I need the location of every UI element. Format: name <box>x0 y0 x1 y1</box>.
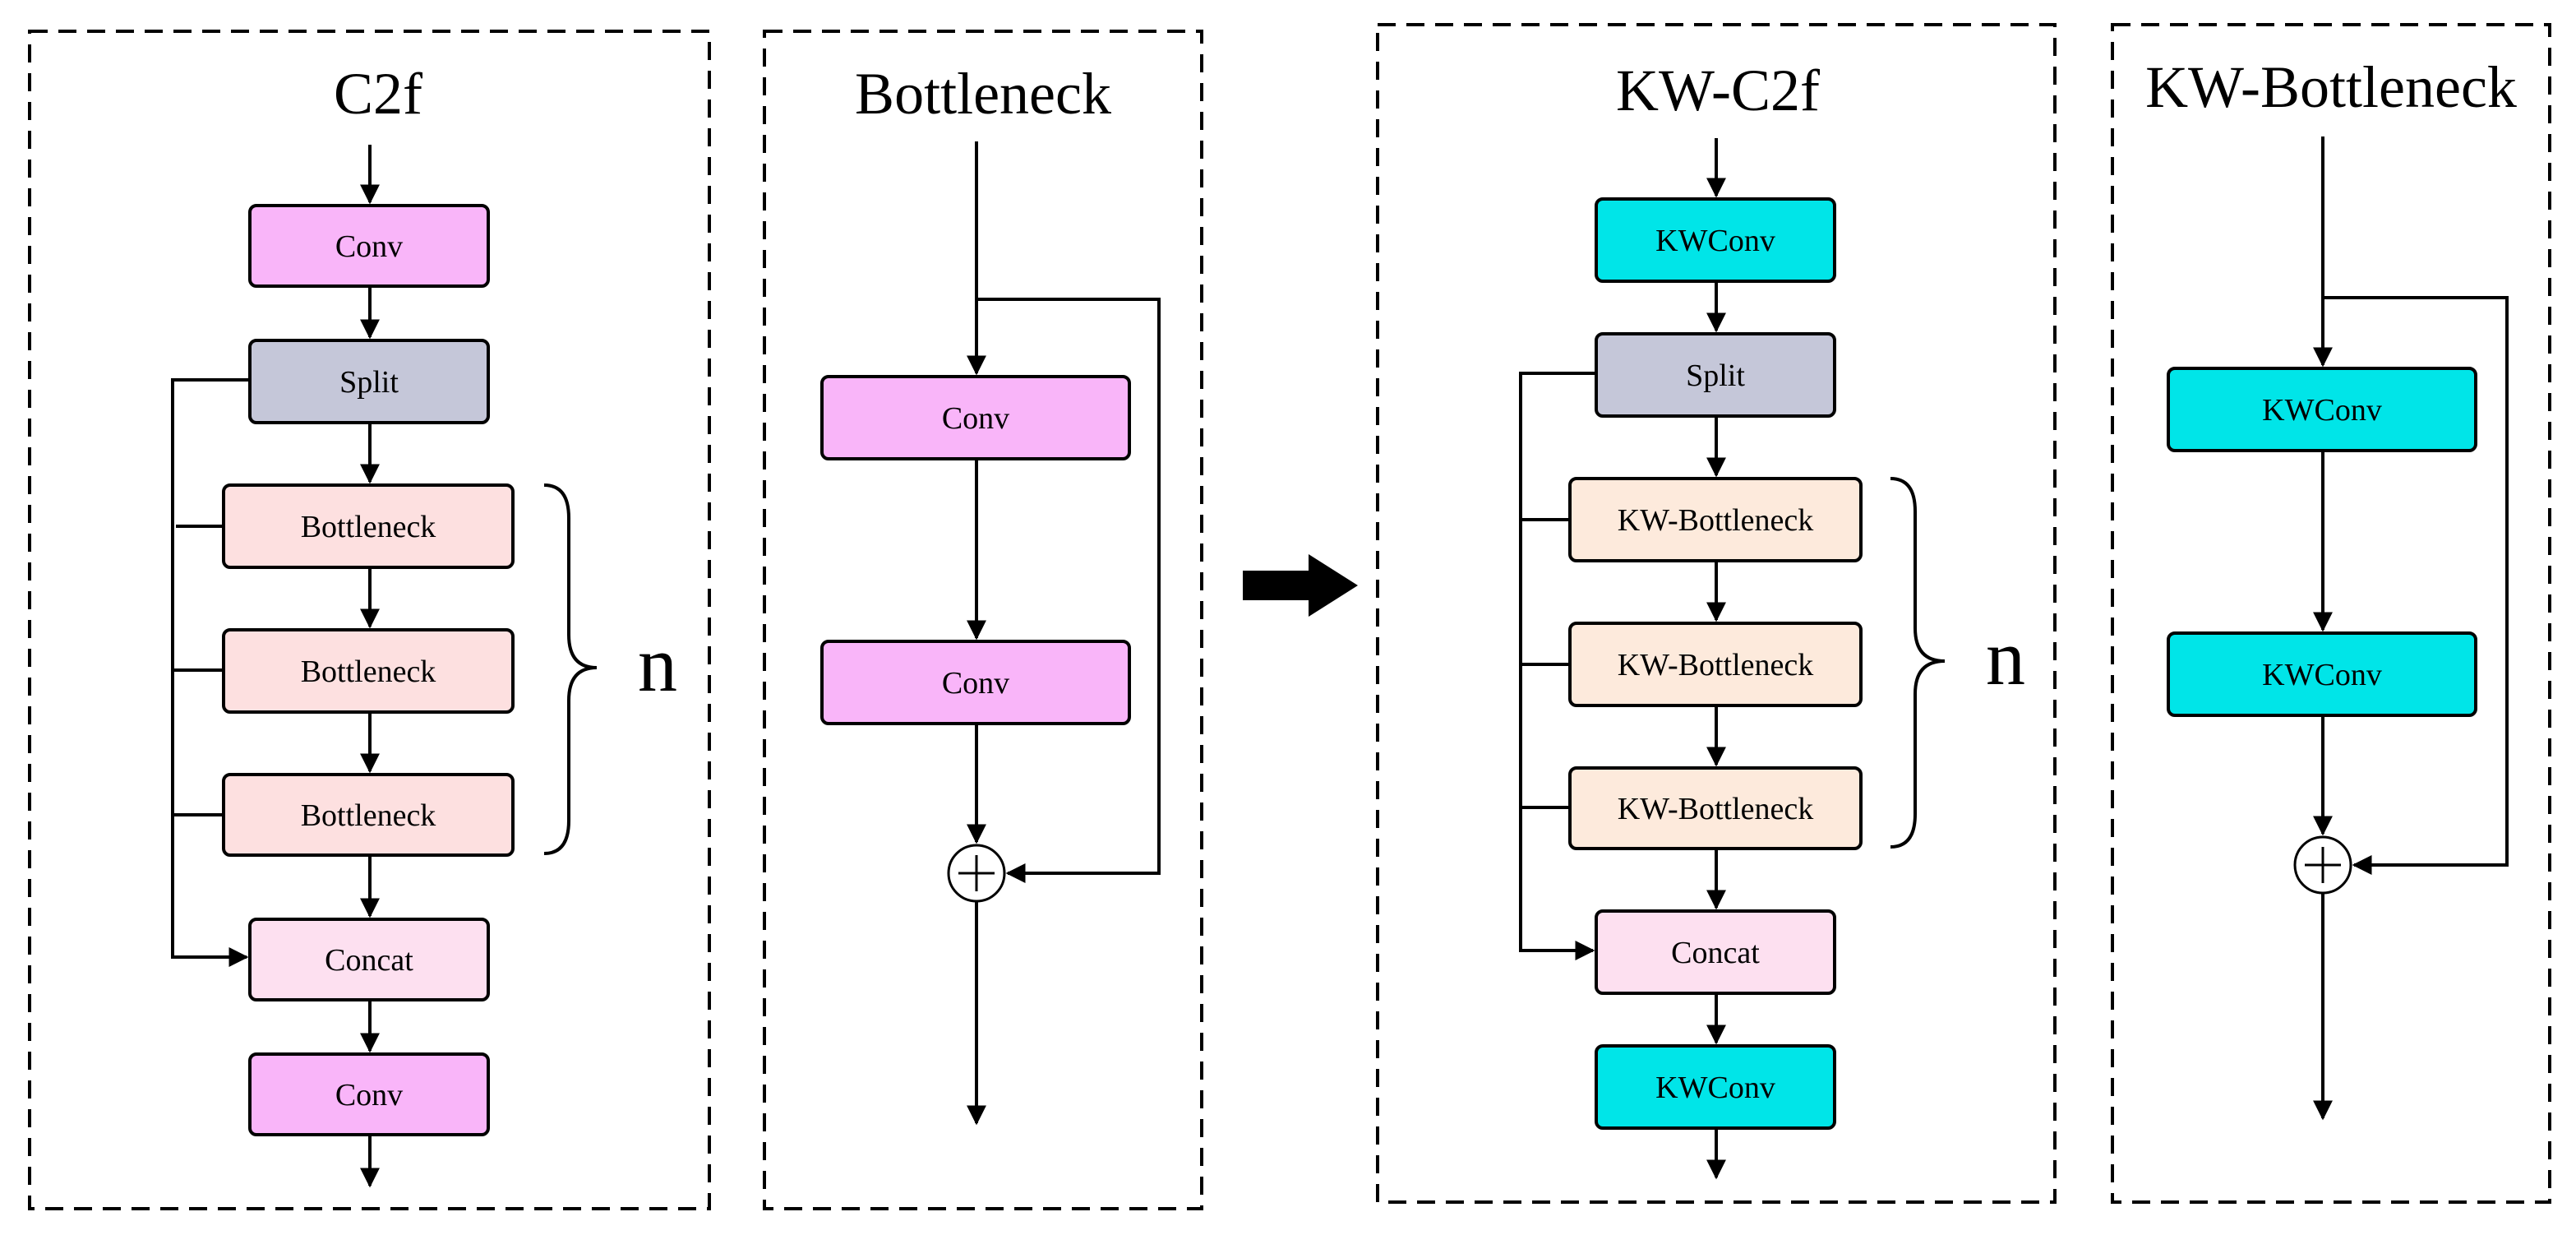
c2f-bottleneck-2-label: Bottleneck <box>301 655 436 689</box>
kw-c2f-split-label: Split <box>1686 358 1745 393</box>
plus-circle-icon <box>2293 835 2352 895</box>
panel-bottleneck-title: Bottleneck <box>855 61 1111 127</box>
kw-c2f-kwconv-top-label: KWConv <box>1655 224 1775 258</box>
kw-c2f-kw-bottleneck-1: KW-Bottleneck <box>1568 477 1863 562</box>
panel-bottleneck-border <box>763 30 1203 1210</box>
panel-kw-c2f: KW-C2f KWConv Split KW-Bottleneck KW-Bot… <box>1376 23 2057 1204</box>
bottleneck-conv-2-label: Conv <box>942 666 1009 701</box>
panel-bottleneck: Bottleneck Conv Conv <box>763 30 1203 1210</box>
bottleneck-conv-1-label: Conv <box>942 401 1009 436</box>
kw-c2f-kwconv-bottom: KWConv <box>1595 1044 1836 1130</box>
c2f-conv-top-label: Conv <box>335 229 403 264</box>
plus-circle-icon <box>947 844 1006 903</box>
bottleneck-conv-1: Conv <box>820 375 1131 460</box>
kw-c2f-repeat-label: n <box>1986 613 2025 701</box>
kw-bottleneck-kwconv-2: KWConv <box>2167 631 2477 717</box>
panel-kw-c2f-border <box>1376 23 2057 1204</box>
panel-c2f-border <box>28 30 711 1210</box>
c2f-bottleneck-3-label: Bottleneck <box>301 798 436 833</box>
kw-c2f-split: Split <box>1595 332 1836 418</box>
kw-bottleneck-kwconv-1: KWConv <box>2167 367 2477 452</box>
c2f-split: Split <box>248 339 490 424</box>
panel-kw-c2f-title: KW-C2f <box>1616 58 1820 123</box>
panel-kw-bottleneck-title: KW-Bottleneck <box>2145 54 2517 120</box>
c2f-repeat-brace <box>543 483 598 855</box>
c2f-conv-bottom-label: Conv <box>335 1078 403 1112</box>
c2f-bottleneck-2: Bottleneck <box>222 628 515 714</box>
panel-c2f-title: C2f <box>334 61 422 127</box>
c2f-concat: Concat <box>248 918 490 1001</box>
bottleneck-conv-2: Conv <box>820 640 1131 725</box>
c2f-conv-bottom: Conv <box>248 1052 490 1136</box>
panel-c2f: C2f Conv Split Bottleneck Bottlenec <box>28 30 711 1210</box>
c2f-bottleneck-3: Bottleneck <box>222 773 515 857</box>
kw-c2f-kwconv-top: KWConv <box>1595 197 1836 283</box>
c2f-split-label: Split <box>339 365 399 400</box>
c2f-bottleneck-1-label: Bottleneck <box>301 510 436 544</box>
kw-c2f-kw-bottleneck-3: KW-Bottleneck <box>1568 766 1863 850</box>
panel-kw-bottleneck: KW-Bottleneck KWConv KWConv <box>2111 23 2551 1204</box>
c2f-bottleneck-1: Bottleneck <box>222 483 515 569</box>
c2f-concat-label: Concat <box>325 943 413 978</box>
c2f-conv-top: Conv <box>248 204 490 288</box>
kw-c2f-repeat-brace <box>1890 477 1946 849</box>
kw-c2f-kw-bottleneck-1-label: KW-Bottleneck <box>1618 503 1813 538</box>
kw-bottleneck-kwconv-1-label: KWConv <box>2262 393 2382 428</box>
c2f-repeat-label: n <box>638 620 677 708</box>
kw-c2f-kw-bottleneck-3-label: KW-Bottleneck <box>1618 792 1813 826</box>
kw-c2f-kw-bottleneck-2: KW-Bottleneck <box>1568 622 1863 707</box>
kw-bottleneck-kwconv-2-label: KWConv <box>2262 658 2382 692</box>
kw-c2f-concat-label: Concat <box>1671 936 1760 970</box>
kw-c2f-concat: Concat <box>1595 909 1836 995</box>
kw-c2f-kwconv-bottom-label: KWConv <box>1655 1071 1775 1105</box>
right-arrow-icon <box>1243 554 1358 617</box>
kw-c2f-kw-bottleneck-2-label: KW-Bottleneck <box>1618 648 1813 682</box>
panel-kw-bottleneck-border <box>2111 23 2551 1204</box>
